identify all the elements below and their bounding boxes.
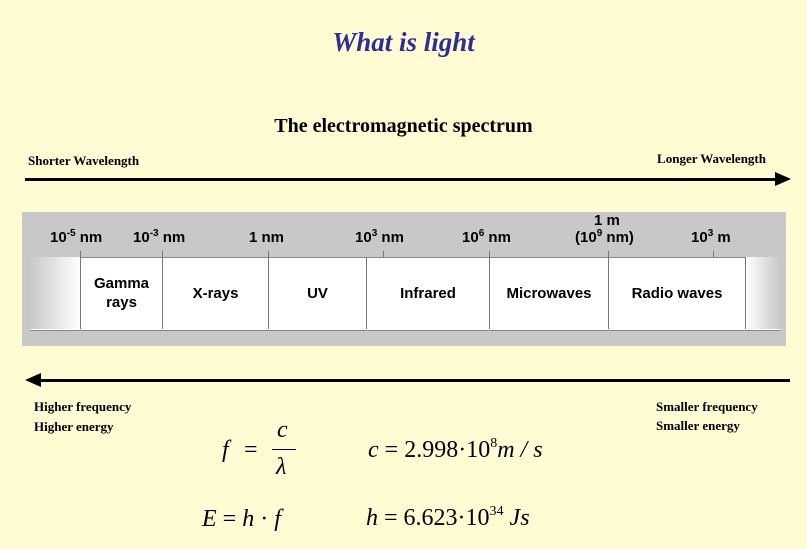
band-divider <box>489 257 490 329</box>
scale-tick <box>608 251 609 257</box>
formula-f-lhs: f <box>222 437 229 463</box>
scale-tick <box>162 251 163 257</box>
smaller-energy-label: Smaller energy <box>656 418 740 433</box>
formula-planck-constant: h = 6.623·1034 Js <box>366 504 530 532</box>
spectrum-fade-right <box>746 257 780 329</box>
formula-denominator: λ <box>276 454 287 480</box>
formula-speed-of-light: c = 2.998·108m / s <box>368 436 543 464</box>
formula-energy: E = h · f <box>202 506 281 532</box>
band-radio-waves: Radio waves <box>631 284 723 302</box>
scale-label-1-m: 1 m <box>594 212 620 229</box>
scale-tick <box>268 251 269 257</box>
spectrum-bar <box>30 257 780 331</box>
band-uv: UV <box>307 284 328 302</box>
band-divider <box>80 257 81 329</box>
band-divider <box>366 257 367 329</box>
fraction-bar <box>272 449 296 450</box>
scale-label-1e3-m: 103 m <box>691 228 731 247</box>
scale-label-1-nm: 1 nm <box>249 229 285 246</box>
slide-title: What is light <box>332 27 475 57</box>
band-x-rays: X-rays <box>192 284 239 302</box>
shorter-wavelength-label: Shorter Wavelength <box>28 153 140 168</box>
wavelength-arrow-head <box>775 172 791 186</box>
wavelength-arrow-line <box>25 178 785 181</box>
spectrum-fade-left <box>30 257 80 329</box>
formula-numerator: c <box>277 417 288 443</box>
band-divider <box>268 257 269 329</box>
band-divider <box>745 257 746 329</box>
scale-label-1e3-nm: 103 nm <box>355 228 404 247</box>
band-microwaves: Microwaves <box>506 284 592 302</box>
spectrum-heading: The electromagnetic spectrum <box>274 115 533 137</box>
frequency-arrow-line <box>35 379 790 382</box>
frequency-arrow-head <box>25 373 41 387</box>
scale-label-1e-5-nm: 10-5 nm <box>50 228 103 247</box>
higher-energy-label: Higher energy <box>34 419 114 434</box>
band-divider <box>162 257 163 329</box>
scale-tick <box>713 251 714 257</box>
smaller-frequency-label: Smaller frequency <box>656 399 758 414</box>
scale-tick <box>489 251 490 257</box>
scale-label-1e-3-nm: 10-3 nm <box>133 228 186 247</box>
formula-f-equals: = <box>244 437 258 463</box>
longer-wavelength-label: Longer Wavelength <box>657 151 766 166</box>
scale-label-1e9-nm: (109 nm) <box>575 228 634 247</box>
scale-label-1e6-nm: 106 nm <box>462 228 511 247</box>
higher-frequency-label: Higher frequency <box>34 399 132 414</box>
band-infrared: Infrared <box>400 284 456 302</box>
scale-tick <box>383 251 384 257</box>
band-divider <box>608 257 609 329</box>
scale-tick <box>80 251 81 257</box>
